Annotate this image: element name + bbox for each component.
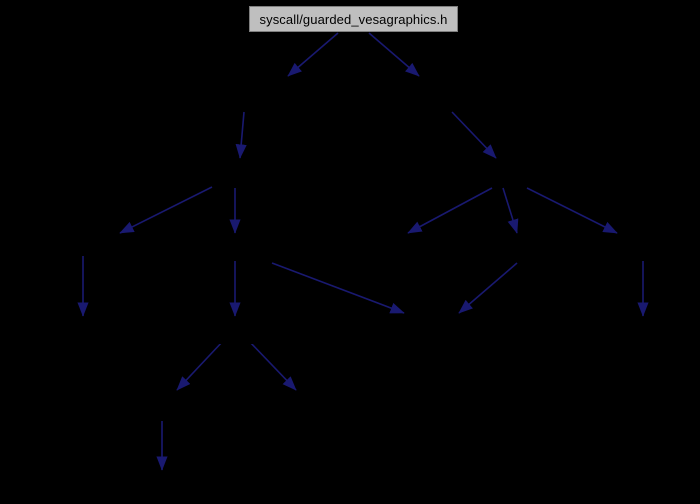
graph-edges: [77, 32, 649, 471]
graph-node[interactable]: [205, 318, 265, 344]
graph-edge: [247, 339, 297, 391]
graph-edge: [502, 187, 519, 234]
graph-node[interactable]: [488, 235, 548, 261]
graph-node[interactable]: [205, 235, 265, 261]
graph-node[interactable]: [378, 235, 438, 261]
graph-node[interactable]: [588, 235, 648, 261]
graph-node[interactable]: [132, 395, 192, 421]
graph-edge: [451, 111, 497, 159]
graph-node[interactable]: [470, 160, 530, 186]
graph-edge: [271, 262, 405, 314]
graph-node-root[interactable]: syscall/guarded_vesagraphics.h: [249, 6, 458, 32]
graph-edge: [407, 187, 493, 234]
graph-node[interactable]: [88, 235, 148, 261]
graph-edge: [526, 187, 618, 234]
graph-node[interactable]: [132, 472, 192, 498]
graph-node[interactable]: [252, 395, 312, 421]
graph-edge: [176, 339, 225, 391]
graph-node[interactable]: [53, 318, 113, 344]
graph-node[interactable]: [613, 318, 673, 344]
graph-edge: [235, 111, 247, 159]
graph-edge: [458, 262, 518, 314]
graph-node[interactable]: [205, 160, 265, 186]
graph-node[interactable]: [427, 318, 487, 344]
graph-edge: [368, 32, 420, 77]
graph-edge: [287, 32, 339, 77]
graph-edge: [119, 186, 213, 234]
